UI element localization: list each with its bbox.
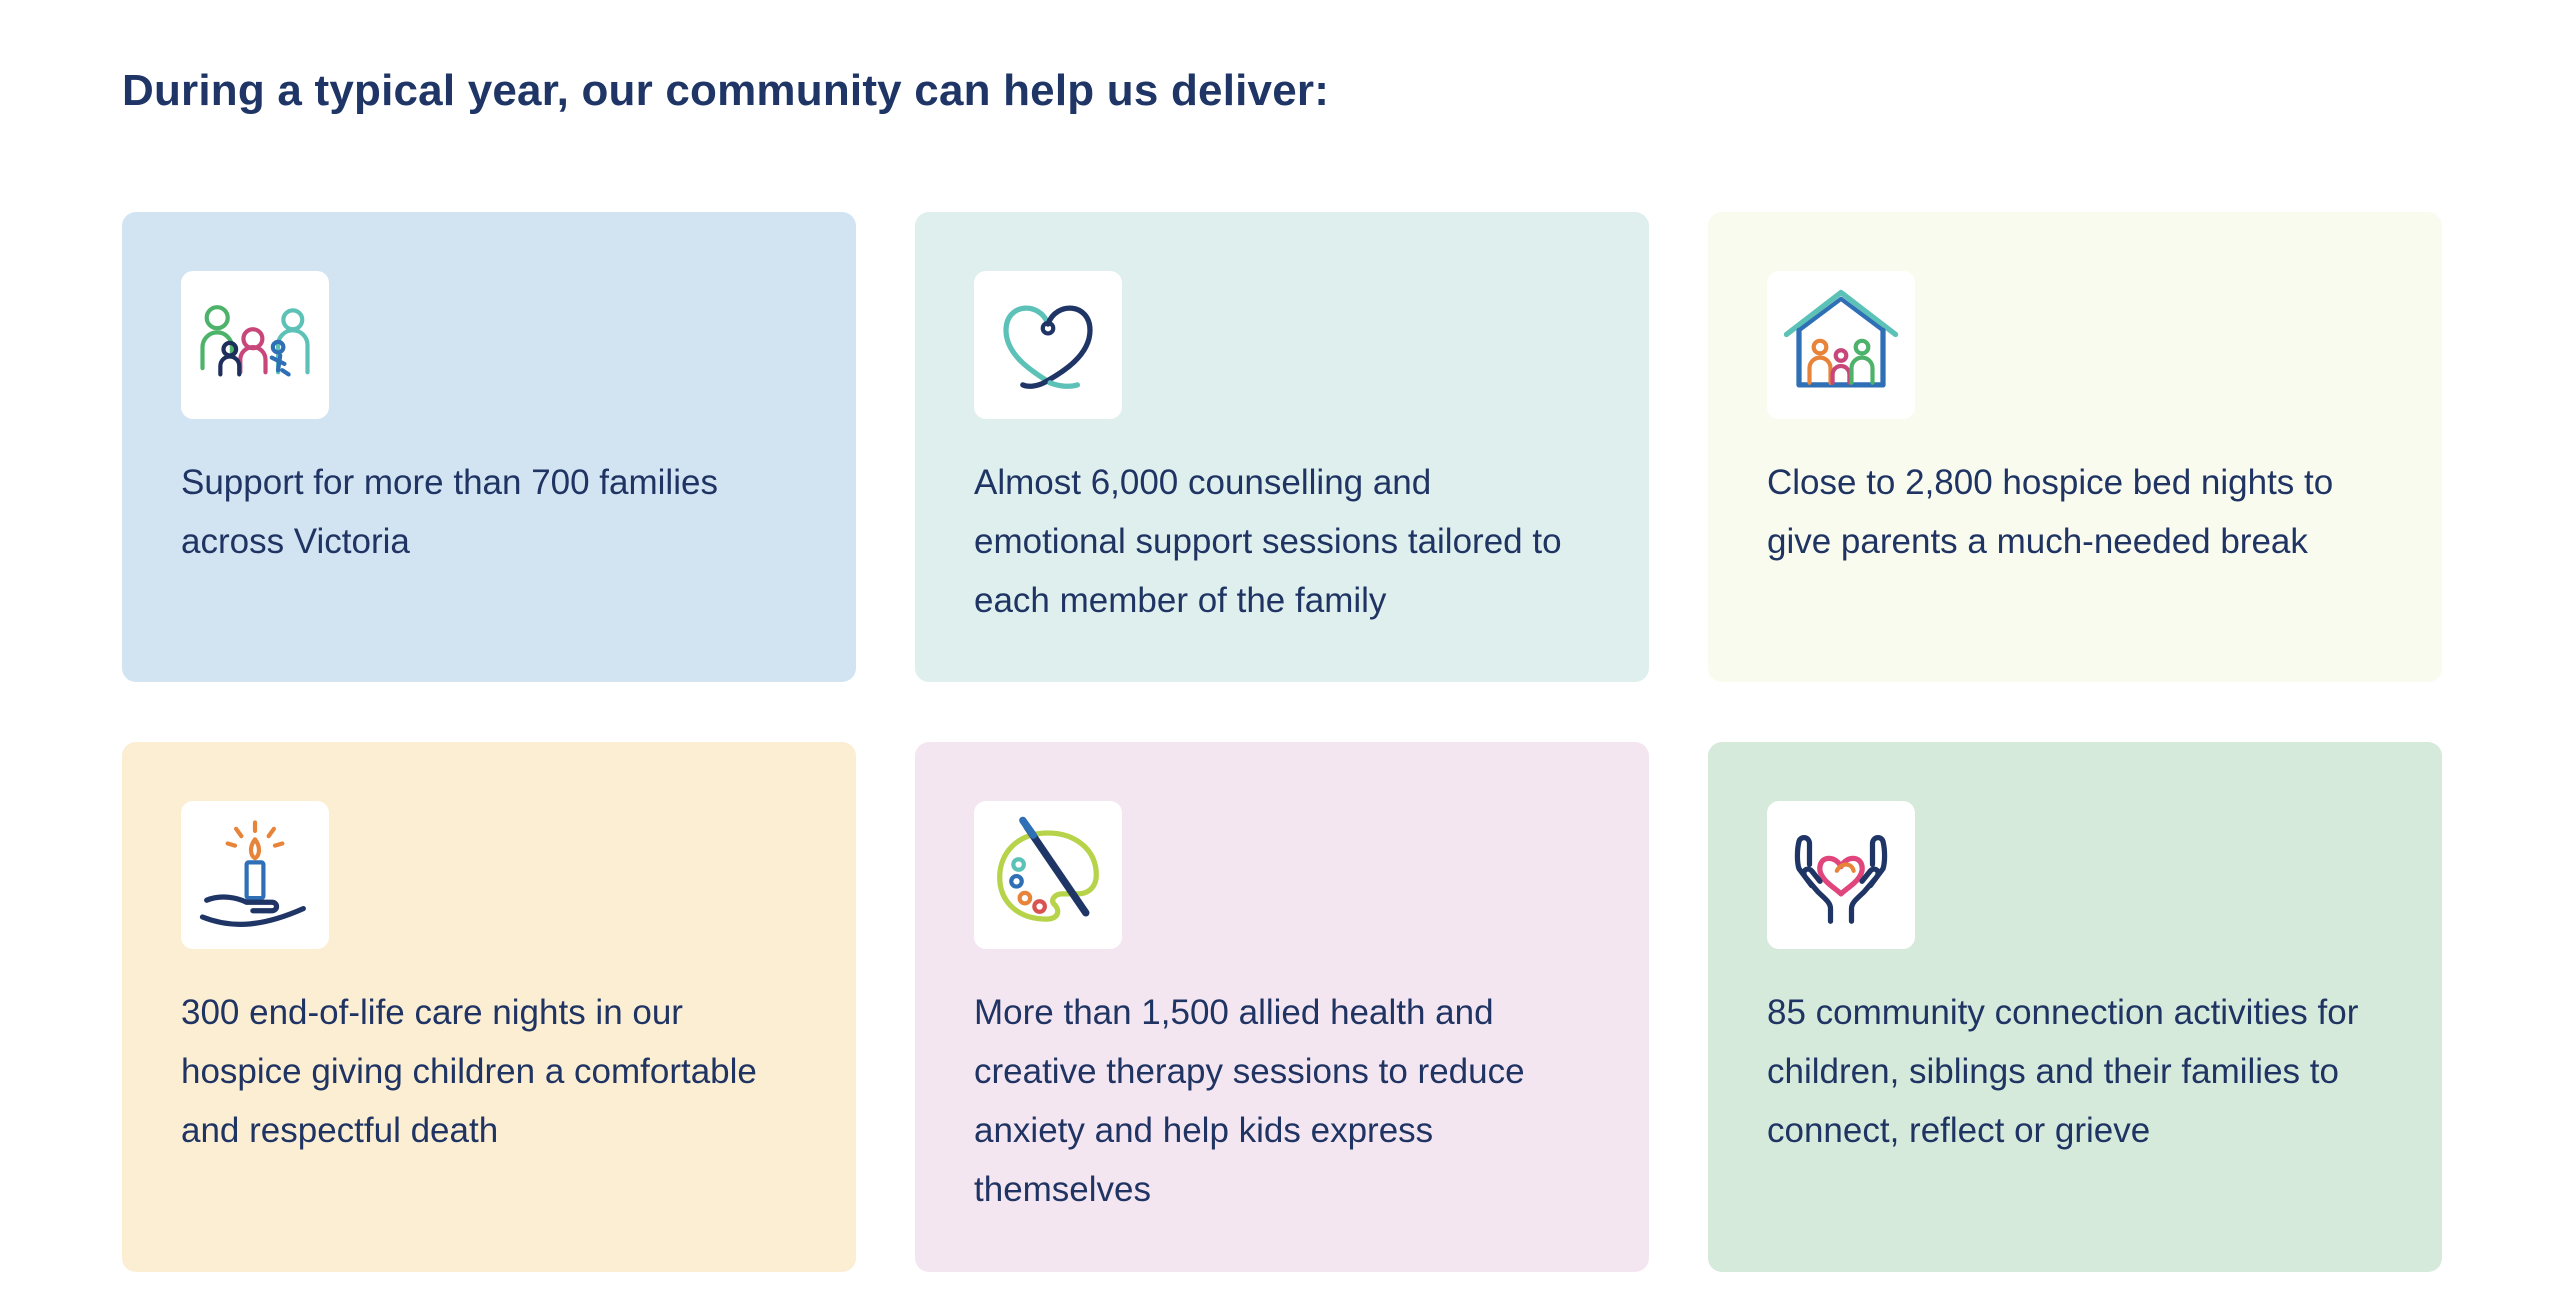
stat-text: Support for more than 700 families acros… [181,463,718,561]
stat-text: Close to 2,800 hospice bed nights to giv… [1767,463,2334,561]
stat-card-allied-health: More than 1,500 allied health and creati… [915,742,1649,1272]
hands-heart-icon [1767,801,1915,949]
stats-grid: Support for more than 700 families acros… [122,212,2442,1272]
house-family-icon [1767,271,1915,419]
paint-palette-icon [974,801,1122,949]
stat-card-counselling: Almost 6,000 counselling and emotional s… [915,212,1649,682]
candle-hand-icon [181,801,329,949]
stat-card-community: 85 community connection activities for c… [1708,742,2442,1272]
family-icon [181,271,329,419]
stat-card-hospice-nights: Close to 2,800 hospice bed nights to giv… [1708,212,2442,682]
stat-card-families: Support for more than 700 families acros… [122,212,856,682]
stat-text: More than 1,500 allied health and creati… [974,993,1525,1209]
heart-ribbon-icon [974,271,1122,419]
stat-text: Almost 6,000 counselling and emotional s… [974,463,1562,620]
stat-text: 85 community connection activities for c… [1767,993,2359,1150]
section-heading: During a typical year, our community can… [122,66,1330,115]
stat-card-end-of-life: 300 end-of-life care nights in our hospi… [122,742,856,1272]
stat-text: 300 end-of-life care nights in our hospi… [181,993,757,1150]
